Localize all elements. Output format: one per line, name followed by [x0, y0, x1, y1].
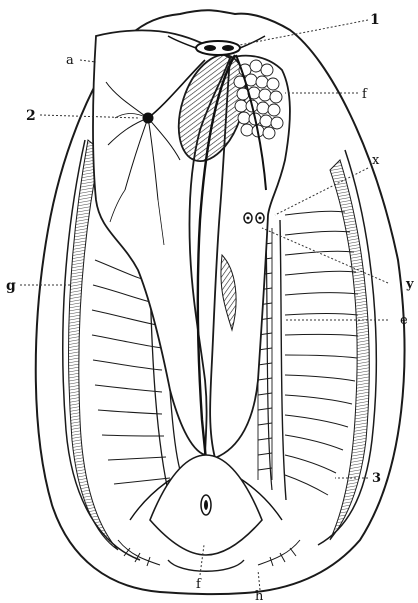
label-e: e	[400, 313, 408, 328]
label-f-right: f	[362, 87, 368, 102]
bottom-notch	[168, 560, 244, 571]
label-h: h	[255, 589, 264, 603]
label-1: 1	[370, 12, 380, 28]
label-f-bottom: f	[196, 577, 202, 592]
right-gill	[266, 211, 358, 500]
label-3: 3	[372, 471, 381, 486]
label-x: x	[372, 153, 380, 168]
label-a: a	[66, 53, 74, 68]
label-2: 2	[26, 108, 36, 124]
label-y: y	[405, 277, 414, 292]
label-g: g	[6, 278, 16, 294]
